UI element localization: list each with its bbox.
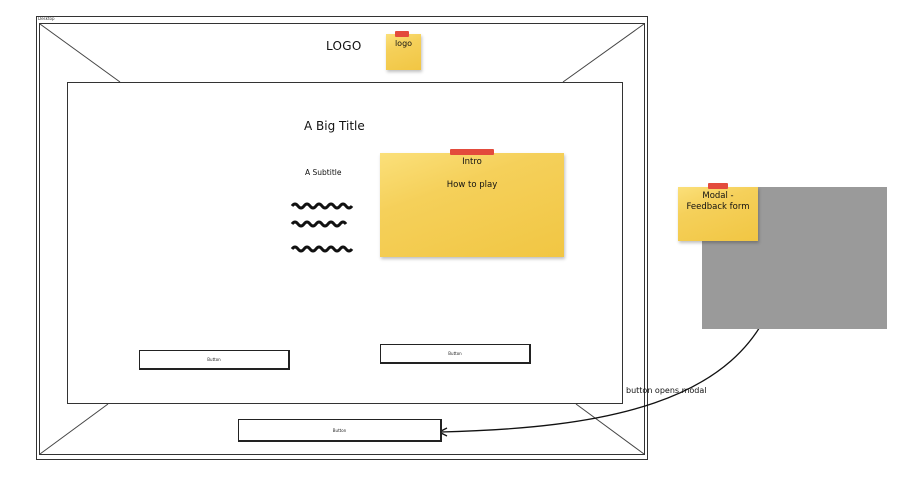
open-modal-button[interactable]: Button — [238, 419, 442, 442]
sticky-note-logo — [386, 31, 421, 70]
sticky-note-intro-body: How to play — [446, 180, 498, 190]
sticky-note-modal-line1: Modal - — [702, 191, 734, 201]
tape — [708, 183, 728, 189]
sticky-note-intro — [380, 149, 564, 257]
scribble-text-1 — [290, 202, 354, 210]
annotation-label: button opens modal — [626, 386, 707, 395]
content-button-left[interactable]: Button — [139, 350, 290, 370]
frame-label: Desktop — [38, 16, 55, 21]
sticky-note-modal — [678, 183, 758, 241]
scribble-text-2 — [290, 220, 348, 228]
desktop-frame — [36, 16, 648, 460]
tape — [450, 149, 494, 155]
desktop-frame-inner — [39, 23, 645, 455]
tape — [395, 31, 409, 37]
scribble-text-3 — [290, 245, 354, 253]
page-title: A Big Title — [304, 119, 365, 133]
sticky-note-modal-text: Modal - Feedback form — [678, 191, 758, 213]
logo-text: LOGO — [326, 39, 362, 53]
sticky-note-logo-text: logo — [394, 39, 413, 48]
sticky-note-modal-line2: Feedback form — [686, 202, 750, 212]
content-button-right[interactable]: Button — [380, 344, 531, 364]
page-subtitle: A Subtitle — [305, 168, 342, 177]
sticky-note-intro-title: Intro — [462, 157, 482, 167]
